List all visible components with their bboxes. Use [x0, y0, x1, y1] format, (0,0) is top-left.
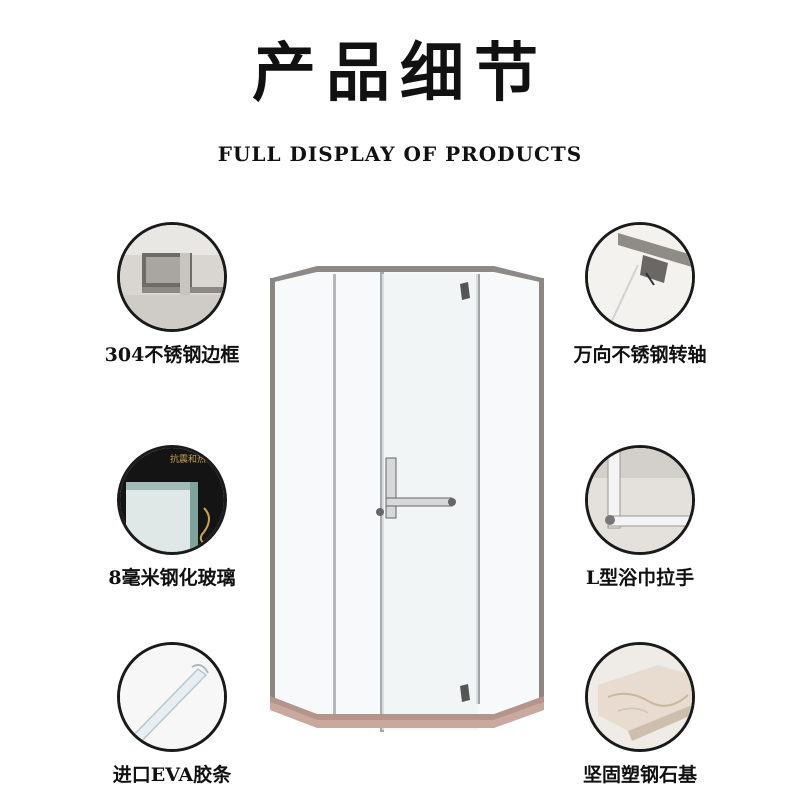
page-subtitle: FULL DISPLAY OF PRODUCTS [217, 142, 583, 166]
feature-label: L型浴巾拉手 [585, 567, 695, 589]
feature-label: 304不锈钢边框 [104, 344, 240, 366]
feature-stone-base: 坚固塑钢石基 [540, 642, 740, 787]
feature-label: 8毫米钢化玻璃 [108, 567, 236, 589]
eva-seal-strip-closeup-icon [117, 642, 227, 752]
steel-frame-closeup-icon [117, 222, 227, 332]
svg-text:抗震和热稳定性能: 抗震和热稳定性能 [170, 453, 224, 465]
tempered-glass-closeup-icon: 抗震和热稳定性能 [117, 445, 227, 555]
l-handle-closeup-icon [585, 445, 695, 555]
feature-label: 万向不锈钢转轴 [573, 344, 707, 366]
shower-enclosure-image [262, 262, 552, 742]
feature-l-handle: L型浴巾拉手 [540, 445, 740, 590]
feature-label: 坚固塑钢石基 [582, 764, 697, 786]
hinge-closeup-icon [585, 222, 695, 332]
feature-tempered-glass: 抗震和热稳定性能 8毫米钢化玻璃 [72, 445, 272, 590]
feature-steel-frame: 304不锈钢边框 [72, 222, 272, 367]
feature-label: 进口EVA胶条 [112, 764, 232, 786]
feature-hinge: 万向不锈钢转轴 [540, 222, 740, 367]
feature-eva-strip: 进口EVA胶条 [72, 642, 272, 787]
page-title: 产品细节 [252, 37, 548, 111]
stone-base-closeup-icon [585, 642, 695, 752]
